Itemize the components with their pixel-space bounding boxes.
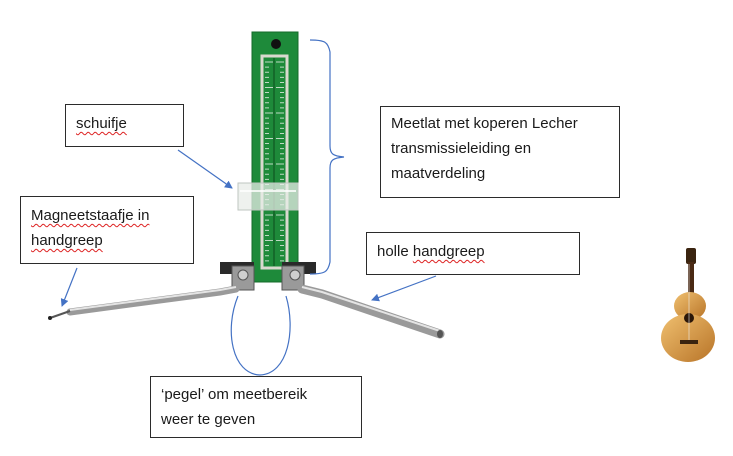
clamp-left: [220, 262, 255, 291]
ruler-label-line-2: transmissieleiding en: [391, 140, 532, 157]
handle-label-spell: handgreep: [412, 243, 485, 260]
slider-label-box: schuifje: [65, 104, 184, 147]
brace: [309, 39, 345, 275]
magnet-label-box: Magneetstaafje in handgreep: [20, 196, 194, 264]
ruler-label-line-1: Meetlat met koperen Lecher: [391, 115, 578, 132]
magnet-label-line-2: handgreep: [31, 232, 103, 249]
ruler-label-box: Meetlat met koperen Lecher transmissiele…: [380, 106, 620, 198]
loop-label-line-2: weer te geven: [161, 411, 256, 428]
handle-rod-right: [297, 284, 445, 339]
handle-label-plain: holle: [377, 243, 413, 260]
magnet-arrow: [60, 267, 78, 307]
handle-label-box: holle handgreep: [366, 232, 580, 275]
handle-arrow: [371, 275, 437, 302]
ruler-pcb: [251, 31, 299, 283]
guitar-icon: [661, 248, 715, 362]
ruler-label-line-3: maatverdeling: [391, 165, 486, 182]
clamp-right: [281, 262, 316, 291]
measure-loop: [230, 295, 291, 376]
loop-label-box: ‘pegel’ om meetbereik weer te geven: [150, 376, 362, 438]
handle-rod-left: [48, 285, 240, 320]
loop-label-line-1: ‘pegel’ om meetbereik: [161, 386, 308, 403]
slider-clip: [237, 182, 299, 211]
slider-arrow: [177, 149, 233, 189]
magnet-label-line-1: Magneetstaafje in: [31, 207, 150, 224]
slider-label-text: schuifje: [76, 115, 127, 132]
